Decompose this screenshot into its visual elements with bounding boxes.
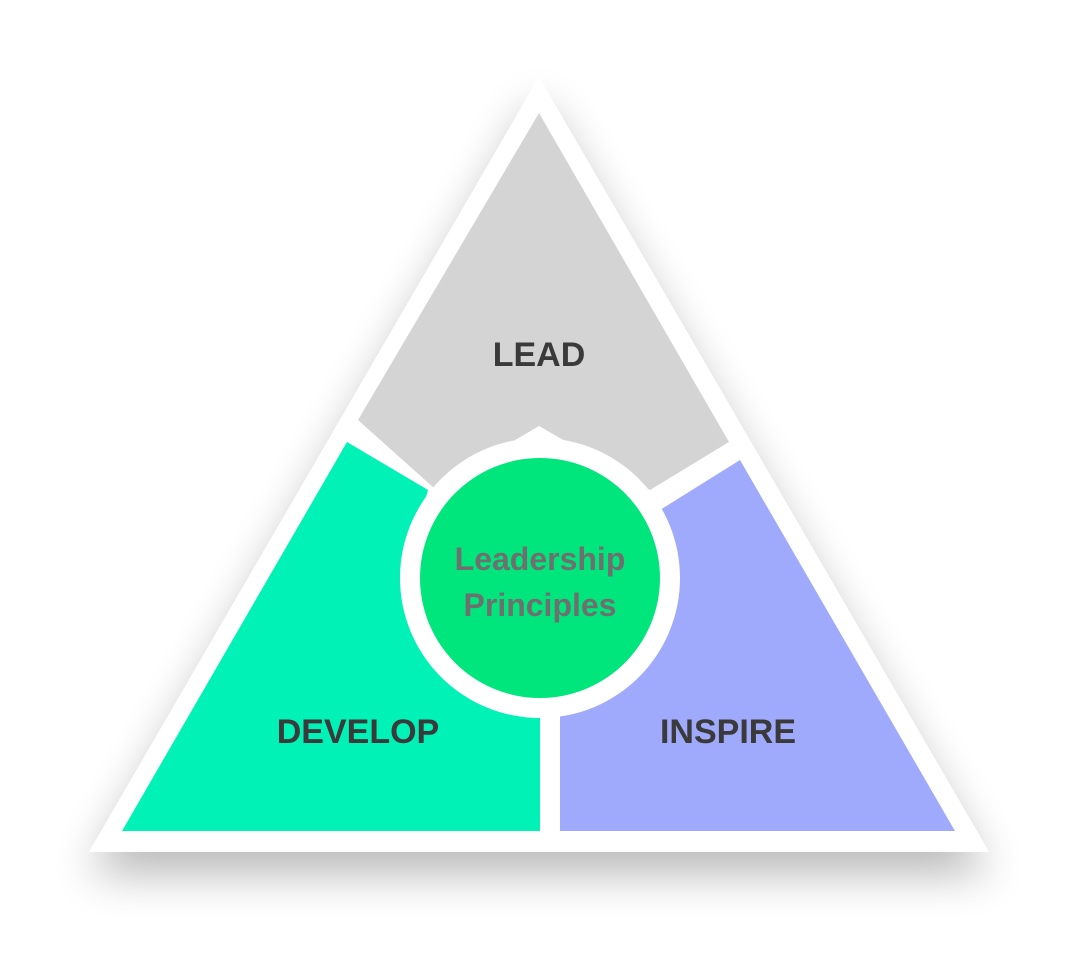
segment-right bbox=[560, 460, 955, 831]
segment-top-label: LEAD bbox=[493, 336, 586, 374]
segment-right-label: INSPIRE bbox=[660, 713, 796, 751]
center-label-line2: Principles bbox=[464, 587, 617, 623]
center-circle bbox=[420, 458, 660, 698]
segment-left bbox=[122, 442, 540, 831]
segment-top bbox=[358, 113, 729, 490]
segment-left-label: DEVELOP bbox=[277, 713, 439, 751]
center-label-line1: Leadership bbox=[455, 541, 626, 577]
